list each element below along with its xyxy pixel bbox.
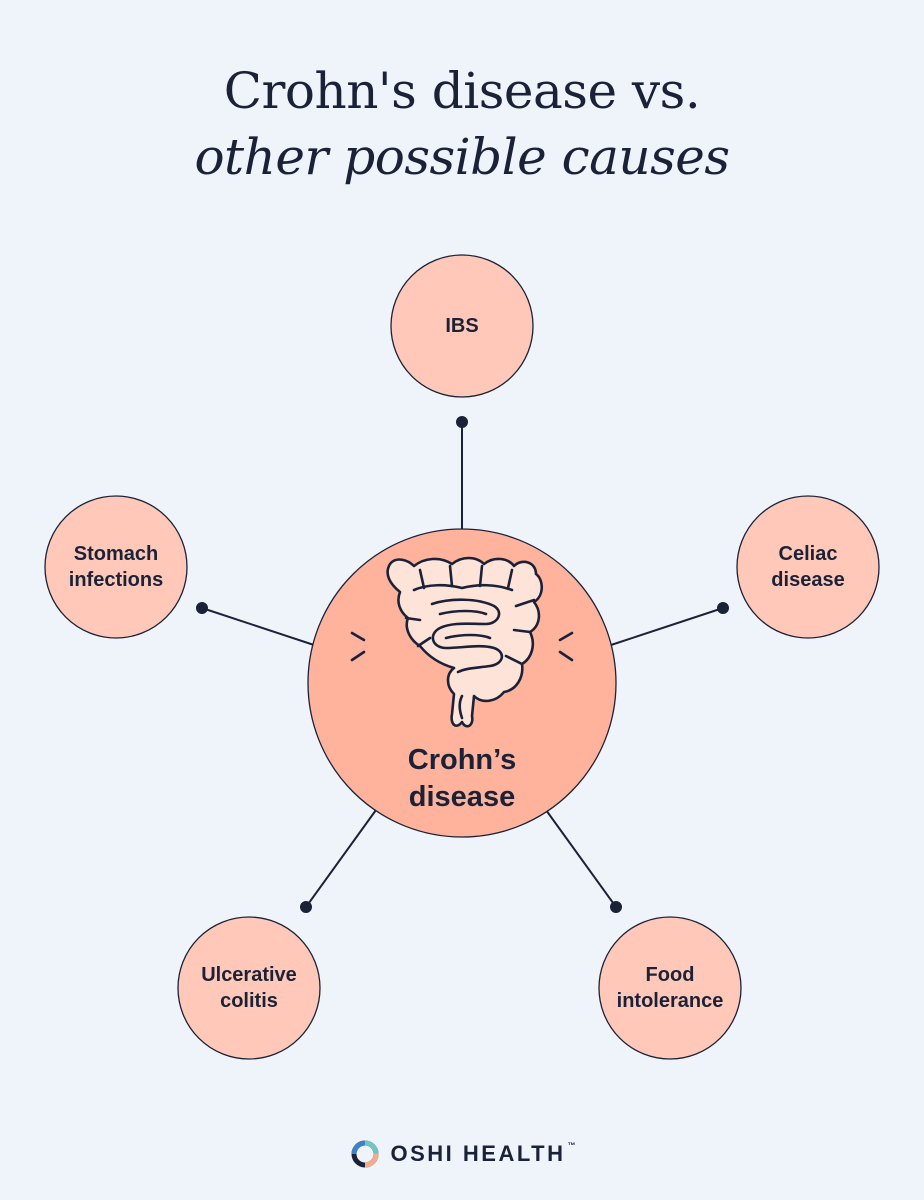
node-label-food-intolerance: Food intolerance (616, 964, 724, 1012)
spark-right-lower (558, 650, 574, 662)
connector-dot-food-intolerance (610, 901, 622, 913)
connector-celiac-disease (610, 607, 724, 646)
oshi-ring-icon (351, 1140, 378, 1168)
node-label-celiac-disease: Celiac disease (771, 543, 845, 591)
title-line-1: Crohn's disease vs. (223, 62, 701, 120)
node-circle-stomach-infections (44, 495, 188, 639)
connector-dot-ulcerative-colitis (300, 901, 312, 913)
brand-trademark: ™ (567, 1141, 576, 1150)
node-label-stomach-infections: Stomach infections (68, 543, 164, 591)
connector-food-intolerance (545, 809, 617, 908)
center-label: Crohn’s disease (407, 744, 517, 813)
node-label-ibs: IBS (445, 315, 479, 337)
connector-dot-ibs (456, 416, 468, 428)
spark-left-upper (350, 631, 366, 642)
page-title: Crohn's disease vs. other possible cause… (0, 58, 924, 190)
connector-dot-stomach-infections (196, 602, 208, 614)
node-circle-food-intolerance (598, 916, 742, 1060)
node-label-ulcerative-colitis: Ulcerative colitis (201, 964, 297, 1012)
node-circle-celiac-disease (736, 495, 880, 639)
spark-right-upper (558, 631, 574, 642)
connector-ulcerative-colitis (305, 809, 377, 908)
brand-name-text: OSHI HEALTH (390, 1141, 566, 1166)
node-circle-ibs (390, 254, 534, 398)
spark-lines (350, 631, 574, 662)
spark-left-lower (350, 650, 366, 662)
title-line-2: other possible causes (194, 128, 730, 186)
connectors (196, 416, 729, 913)
connector-dot-celiac-disease (717, 602, 729, 614)
connector-stomach-infections (201, 607, 315, 646)
node-circle-ulcerative-colitis (177, 916, 321, 1060)
intestines-icon (386, 556, 544, 728)
